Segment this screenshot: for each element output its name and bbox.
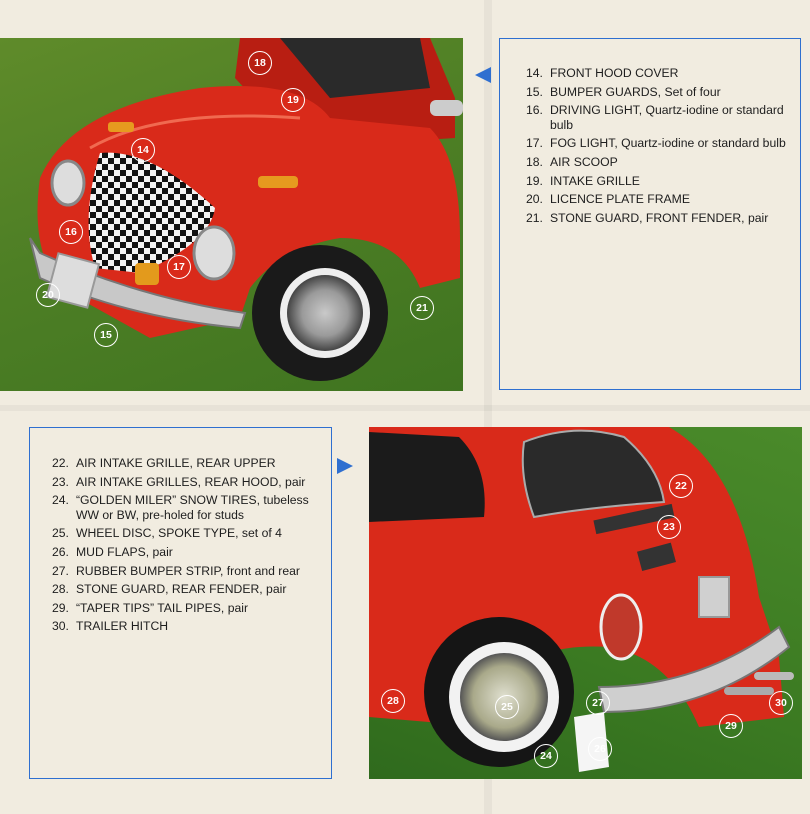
callout-18: 18 (248, 51, 272, 75)
front-accessories-list: 14.FRONT HOOD COVER 15.BUMPER GUARDS, Se… (526, 66, 796, 229)
pointer-arrow-right-icon (337, 458, 353, 474)
callout-30: 30 (769, 691, 793, 715)
list-item: 20.LICENCE PLATE FRAME (526, 192, 690, 207)
callout-20: 20 (36, 283, 60, 307)
callout-25: 25 (495, 695, 519, 719)
paper-fold (484, 0, 492, 814)
front-accessories-box (499, 38, 801, 390)
list-item: 19.INTAKE GRILLE (526, 173, 640, 188)
list-item: 26.MUD FLAPS, pair (52, 544, 173, 559)
rear-car-photo: 22 23 28 25 27 30 29 24 26 (369, 427, 802, 779)
rear-accessories-list: 22.AIR INTAKE GRILLE, REAR UPPER 23.AIR … (52, 456, 322, 638)
callout-21: 21 (410, 296, 434, 320)
list-item: 15.BUMPER GUARDS, Set of four (526, 84, 721, 99)
callout-15: 15 (94, 323, 118, 347)
callout-16: 16 (59, 220, 83, 244)
list-item: 22.AIR INTAKE GRILLE, REAR UPPER (52, 456, 276, 470)
paper-fold (0, 405, 810, 411)
callout-24: 24 (534, 744, 558, 768)
callout-28: 28 (381, 689, 405, 713)
list-item: 16.DRIVING LIGHT, Quartz-iodine or stand… (526, 103, 784, 132)
callout-17: 17 (167, 255, 191, 279)
front-car-illustration (29, 38, 463, 381)
callout-14: 14 (131, 138, 155, 162)
pointer-arrow-left-icon (475, 67, 491, 83)
callout-19: 19 (281, 88, 305, 112)
list-item: 25.WHEEL DISC, SPOKE TYPE, set of 4 (52, 526, 282, 541)
list-item: 18.AIR SCOOP (526, 154, 618, 169)
list-item: 29.“TAPER TIPS” TAIL PIPES, pair (52, 600, 249, 615)
list-item: 28.STONE GUARD, REAR FENDER, pair (52, 582, 287, 597)
callout-23: 23 (657, 515, 681, 539)
list-item: 21.STONE GUARD, FRONT FENDER, pair (526, 210, 769, 225)
list-item: 23.AIR INTAKE GRILLES, REAR HOOD, pair (52, 474, 306, 489)
list-item: 17.FOG LIGHT, Quartz-iodine or standard … (526, 136, 786, 151)
callout-29: 29 (719, 714, 743, 738)
callout-26: 26 (588, 737, 612, 761)
front-car-photo: 18 19 14 16 17 20 15 21 (0, 38, 463, 391)
callout-22: 22 (669, 474, 693, 498)
callout-27: 27 (586, 691, 610, 715)
list-item: 30.TRAILER HITCH (52, 619, 169, 634)
rear-accessories-box (29, 427, 332, 779)
list-item: 24.“GOLDEN MILER” SNOW TIRES, tubeless W… (52, 493, 309, 522)
rear-car-illustration (369, 427, 794, 772)
list-item: 14.FRONT HOOD COVER (526, 66, 679, 80)
list-item: 27.RUBBER BUMPER STRIP, front and rear (52, 563, 300, 578)
